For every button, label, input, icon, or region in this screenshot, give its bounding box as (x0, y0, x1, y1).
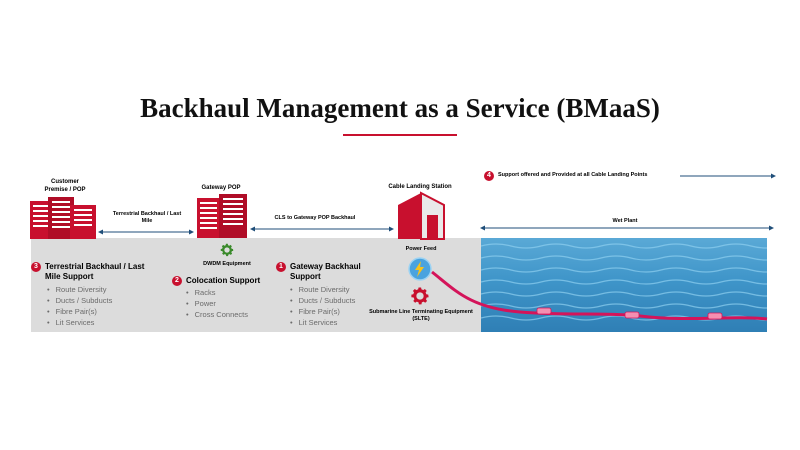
step-2-badge: 2 (172, 276, 182, 286)
colocation-support-list: Racks Power Cross Connects (186, 287, 248, 320)
title-underline (343, 134, 457, 136)
gateway-support-title: Gateway Backhaul Support (290, 262, 361, 281)
list-item: Fibre Pair(s) (47, 306, 112, 317)
double-arrow-icon (98, 229, 194, 235)
list-item: Route Diversity (290, 284, 355, 295)
power-feed-label: Power Feed (405, 246, 437, 252)
arrow-right-icon (680, 173, 776, 179)
lightning-icon (408, 257, 432, 281)
list-item: Racks (186, 287, 248, 298)
dwdm-label: DWDM Equipment (203, 261, 251, 267)
list-item: Lit Services (290, 317, 355, 328)
repeater-icon (624, 311, 640, 319)
cls-arrow-label: CLS to Gateway POP Backhaul (274, 215, 356, 221)
list-item: Lit Services (47, 317, 112, 328)
repeater-icon (536, 307, 552, 315)
gateway-support-list: Route Diversity Ducts / Subducts Fibre P… (290, 284, 356, 328)
water-waves-icon (481, 243, 767, 321)
cable-landing-station-label: Cable Landing Station (388, 184, 452, 190)
cable-landing-icon (398, 191, 445, 240)
slte-label: Submarine Line Terminating Equipment (SL… (369, 309, 473, 322)
list-item: Cross Connects (186, 309, 248, 320)
list-item: Fibre Pair(s) (290, 306, 355, 317)
double-arrow-icon (480, 225, 774, 231)
terrestrial-arrow-label: Terrestrial Backhaul / Last Mile (112, 211, 182, 224)
wet-plant-label: Wet Plant (612, 218, 638, 224)
double-arrow-icon (250, 226, 394, 232)
colocation-support-title: Colocation Support (186, 276, 261, 285)
building-icon (30, 197, 96, 239)
gateway-pop-label: Gateway POP (201, 185, 241, 191)
terrestrial-support-list: Route Diversity Ducts / Subducts Fibre P… (47, 284, 113, 328)
support-note: Support offered and Provided at all Cabl… (498, 172, 648, 178)
gear-icon (411, 287, 429, 305)
gear-icon (220, 243, 234, 257)
terrestrial-support-title: Terrestrial Backhaul / Last Mile Support (45, 262, 145, 281)
customer-premise-label: Customer Premise / POP (44, 179, 86, 193)
list-item: Ducts / Subducts (47, 295, 113, 306)
list-item: Power (186, 298, 248, 309)
step-1-badge: 1 (276, 262, 286, 272)
step-4-badge: 4 (484, 171, 494, 181)
repeater-icon (707, 312, 723, 320)
building-icon (197, 194, 247, 238)
list-item: Route Diversity (47, 284, 112, 295)
page-title: Backhaul Management as a Service (BMaaS) (140, 93, 660, 123)
list-item: Ducts / Subducts (290, 295, 356, 306)
step-3-badge: 3 (31, 262, 41, 272)
